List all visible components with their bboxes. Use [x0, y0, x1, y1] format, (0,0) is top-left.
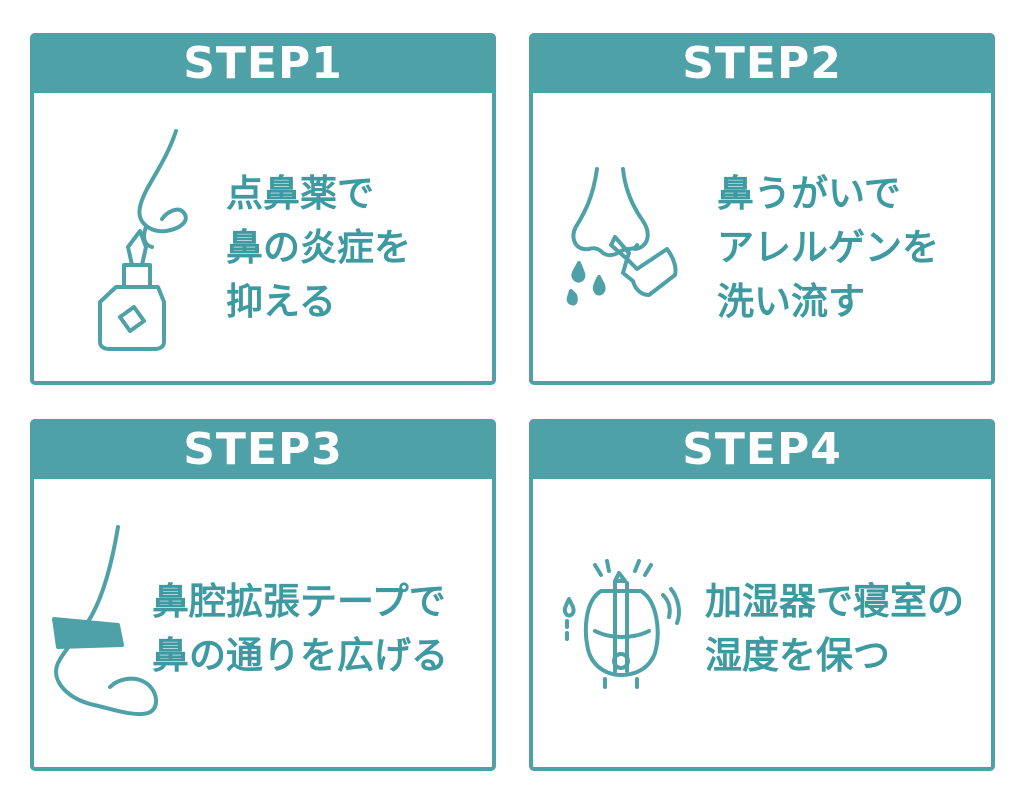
step-title: STEP3	[30, 419, 496, 479]
description-line: 抑える	[226, 280, 336, 323]
description-line: 鼻の炎症を	[226, 226, 411, 269]
step-title: STEP1	[30, 33, 496, 93]
description-line: 鼻腔拡張テープで	[152, 580, 446, 623]
step-description: 鼻うがいで アレルゲンを 洗い流す	[717, 167, 939, 329]
description-line: 湿度を保つ	[705, 634, 890, 677]
description-line: 洗い流す	[717, 280, 865, 323]
nasal-strip-icon	[48, 523, 178, 723]
step-title: STEP2	[529, 33, 995, 93]
step-title: STEP4	[529, 419, 995, 479]
description-line: アレルゲンを	[717, 226, 939, 269]
description-line: 鼻うがいで	[717, 172, 901, 215]
step-card-1: STEP1 点鼻薬で 鼻の炎症を 抑える	[30, 33, 496, 385]
step-card-3: STEP3 鼻腔拡張テープで 鼻の通りを広げる	[30, 419, 496, 771]
nasal-spray-icon	[94, 127, 204, 357]
step-card-4: STEP4 加湿器で寝室の 湿度を保つ	[529, 419, 995, 771]
humidifier-icon	[555, 559, 685, 696]
nose-rinse-icon	[563, 167, 703, 317]
step-card-2: STEP2 鼻うがいで アレルゲンを 洗い流す	[529, 33, 995, 385]
step-description: 点鼻薬で 鼻の炎症を 抑える	[226, 167, 411, 329]
step-description: 鼻腔拡張テープで 鼻の通りを広げる	[152, 575, 448, 683]
description-line: 点鼻薬で	[226, 172, 374, 215]
description-line: 鼻の通りを広げる	[152, 634, 448, 677]
step-description: 加湿器で寝室の 湿度を保つ	[705, 575, 964, 683]
description-line: 加湿器で寝室の	[705, 580, 964, 623]
